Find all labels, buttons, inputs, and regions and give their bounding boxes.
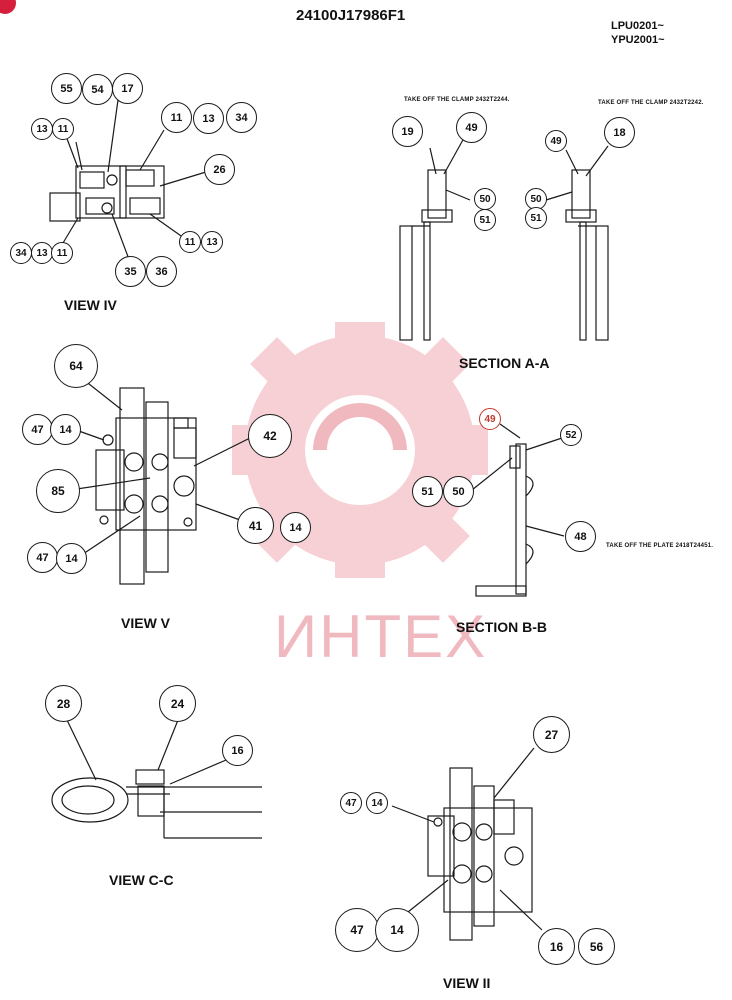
view-v-label: VIEW V: [121, 615, 171, 631]
callout-v-14b: 14: [280, 512, 311, 543]
callout-v-42: 42: [248, 414, 292, 458]
callout-v-47b: 47: [27, 542, 58, 573]
callout-aa-49a: 49: [456, 112, 487, 143]
callout-iv-34b: 34: [10, 242, 32, 264]
note-clamp-left: TAKE OFF THE CLAMP 2432T2244.: [404, 97, 510, 103]
section-bb-label: SECTION B-B: [456, 619, 547, 635]
callout-v-47a: 47: [22, 414, 53, 445]
callout-aa-49b: 49: [545, 130, 567, 152]
callout-iv-36: 36: [146, 256, 177, 287]
callout-ii-14b: 14: [375, 908, 419, 952]
view-ii-label: VIEW II: [443, 975, 491, 991]
callout-iv-34a: 34: [226, 102, 257, 133]
callout-v-14a: 14: [50, 414, 81, 445]
callout-iv-13c: 13: [31, 242, 53, 264]
callout-v-64: 64: [54, 344, 98, 388]
callout-iv-11c: 11: [51, 242, 73, 264]
drawing-number: 24100J17986F1: [296, 7, 406, 24]
note-clamp-right: TAKE OFF THE CLAMP 2432T2242.: [598, 100, 704, 106]
callout-iv-13d: 13: [201, 231, 223, 253]
callout-iv-26: 26: [204, 154, 235, 185]
callout-iv-54: 54: [82, 74, 113, 105]
callout-ii-56: 56: [578, 928, 615, 965]
callout-bb-50: 50: [443, 476, 474, 507]
callout-iv-17: 17: [112, 73, 143, 104]
callout-aa-51b: 51: [525, 207, 547, 229]
corner-badge-icon: [0, 0, 16, 14]
watermark-gear-icon: [232, 322, 488, 578]
section-aa-label: SECTION A-A: [459, 355, 550, 371]
callout-cc-28: 28: [45, 685, 82, 722]
callout-ii-47a: 47: [340, 792, 362, 814]
note-plate: TAKE OFF THE PLATE 2418T24451.: [606, 543, 714, 549]
callout-ii-27: 27: [533, 716, 570, 753]
callout-iv-11a: 11: [161, 102, 192, 133]
view-v-valve: [69, 379, 251, 585]
callout-bb-48: 48: [565, 521, 596, 552]
callout-iv-11b: 11: [52, 118, 74, 140]
callout-bb-51: 51: [412, 476, 443, 507]
callout-iv-55: 55: [51, 73, 82, 104]
section-aa-brackets: [399, 137, 609, 341]
model-range-a: LPU0201~: [611, 20, 664, 32]
view-iv-valve: [49, 99, 207, 263]
model-range-b: YPU2001~: [611, 34, 665, 46]
view-ii-valve: [391, 747, 543, 941]
section-bb-plate: [471, 423, 565, 597]
callout-v-14c: 14: [56, 543, 87, 574]
callout-aa-51a: 51: [474, 209, 496, 231]
callout-bb-52: 52: [560, 424, 582, 446]
callout-iv-35: 35: [115, 256, 146, 287]
callout-iv-11d: 11: [179, 231, 201, 253]
callout-ii-16: 16: [538, 928, 575, 965]
view-cc-label: VIEW C-C: [109, 872, 174, 888]
callout-aa-19: 19: [392, 116, 423, 147]
callout-ii-47b: 47: [335, 908, 379, 952]
callout-aa-18: 18: [604, 117, 635, 148]
callout-v-85: 85: [36, 469, 80, 513]
callout-cc-16: 16: [222, 735, 253, 766]
callout-ii-14a: 14: [366, 792, 388, 814]
watermark: ИНТЕХ: [274, 603, 488, 670]
callout-aa-50a: 50: [474, 188, 496, 210]
callout-iv-13b: 13: [31, 118, 53, 140]
callout-bb-49: 49: [479, 408, 501, 430]
view-cc-clamp: [51, 717, 262, 839]
callout-v-41: 41: [237, 507, 274, 544]
callout-iv-13a: 13: [193, 103, 224, 134]
callout-cc-24: 24: [159, 685, 196, 722]
view-iv-label: VIEW IV: [64, 297, 117, 313]
